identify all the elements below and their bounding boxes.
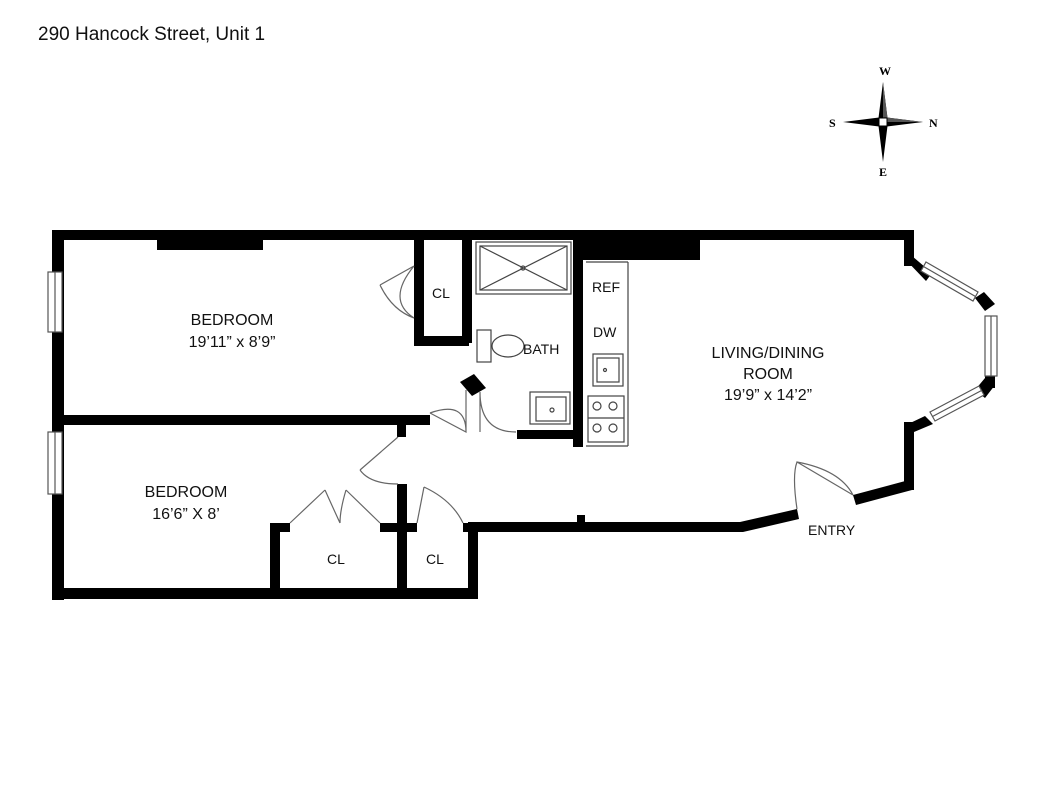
- entry-door: [793, 461, 854, 510]
- compass-south-label: S: [829, 116, 836, 130]
- closet-mid-label: CL: [327, 551, 345, 567]
- toilet: [476, 329, 525, 363]
- bedroom2-name: BEDROOM: [145, 484, 228, 501]
- bedroom2-dims: 16’6” X 8’: [152, 506, 220, 523]
- kitchen-sink: [592, 353, 624, 387]
- ref-label: REF: [592, 279, 620, 295]
- walls: [52, 230, 995, 600]
- doors: [289, 265, 854, 524]
- compass-star: [843, 82, 923, 162]
- windows: [47, 261, 998, 495]
- compass-north-label: N: [929, 116, 938, 130]
- closet-top-label: CL: [432, 285, 450, 301]
- counter: [586, 261, 629, 447]
- living-name-line2: ROOM: [743, 366, 793, 383]
- property-address: 290 Hancock Street, Unit 1: [38, 24, 266, 45]
- stove: [587, 395, 625, 443]
- shower: [475, 241, 572, 295]
- bedroom1-name: BEDROOM: [191, 312, 274, 329]
- dw-label: DW: [593, 324, 617, 340]
- compass-rose-icon: W S N E: [829, 64, 938, 179]
- fixtures: [475, 241, 629, 447]
- bath-sink: [529, 391, 571, 425]
- entry-label: ENTRY: [808, 522, 856, 538]
- living-dims: 19’9” x 14’2”: [724, 387, 812, 404]
- bath-label: BATH: [523, 341, 559, 357]
- living-name-line1: LIVING/DINING: [712, 345, 825, 362]
- closet-right-label: CL: [426, 551, 444, 567]
- compass-east-label: E: [879, 165, 887, 179]
- bedroom1-dims: 19’11” x 8’9”: [189, 334, 276, 351]
- compass-west-label: W: [879, 64, 891, 78]
